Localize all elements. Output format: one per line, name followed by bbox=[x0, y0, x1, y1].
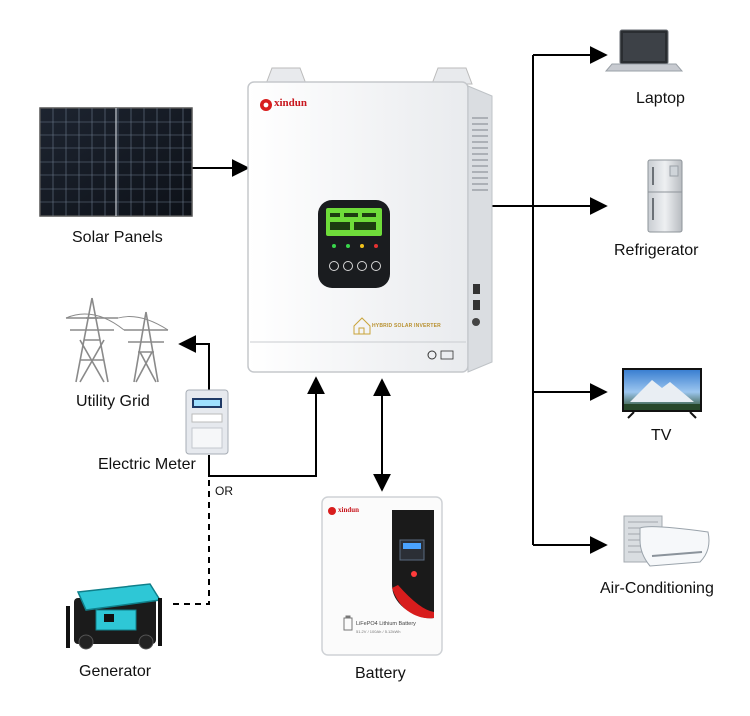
battery-spec: 51.2V / 100Ah / 5.12kWh bbox=[356, 629, 401, 634]
inverter-brand: xindun bbox=[274, 97, 308, 109]
power-tower-icon bbox=[65, 297, 169, 383]
dashed-generator-line bbox=[173, 476, 210, 605]
electric-meter-icon bbox=[185, 389, 229, 455]
battery-model: LiFePO4 Lithium Battery bbox=[356, 621, 416, 627]
arrow-meter-to-grid bbox=[178, 335, 210, 390]
battery-symbol-icon bbox=[343, 615, 353, 631]
refrigerator-icon bbox=[647, 159, 683, 233]
solar-panel-icon bbox=[39, 107, 193, 217]
connectors bbox=[173, 46, 608, 605]
ce-mark-icon bbox=[427, 350, 454, 360]
battery-unit bbox=[321, 496, 443, 656]
label-laptop: Laptop bbox=[636, 90, 685, 107]
panel-buttons bbox=[329, 261, 381, 271]
battery-brand: xindun bbox=[338, 506, 360, 514]
generator-icon bbox=[66, 583, 162, 650]
label-battery: Battery bbox=[355, 665, 406, 682]
label-utility-grid: Utility Grid bbox=[76, 393, 150, 410]
air-conditioner-icon bbox=[623, 515, 710, 567]
label-refrigerator: Refrigerator bbox=[614, 242, 699, 259]
label-solar-panels: Solar Panels bbox=[72, 229, 163, 246]
tv-icon bbox=[622, 368, 702, 419]
inverter-tagline: HYBRID SOLAR INVERTER bbox=[372, 323, 441, 329]
label-generator: Generator bbox=[79, 663, 152, 680]
hybrid-inverter bbox=[247, 67, 493, 373]
battery-logo-icon bbox=[328, 507, 336, 515]
arrow-meter-to-inverter bbox=[208, 376, 325, 477]
laptop-icon bbox=[604, 29, 684, 72]
label-tv: TV bbox=[651, 427, 672, 444]
house-icon bbox=[353, 317, 371, 335]
label-air-conditioning: Air-Conditioning bbox=[600, 580, 714, 597]
status-leds bbox=[332, 244, 378, 248]
label-or: OR bbox=[215, 484, 233, 498]
label-electric-meter: Electric Meter bbox=[98, 456, 196, 473]
